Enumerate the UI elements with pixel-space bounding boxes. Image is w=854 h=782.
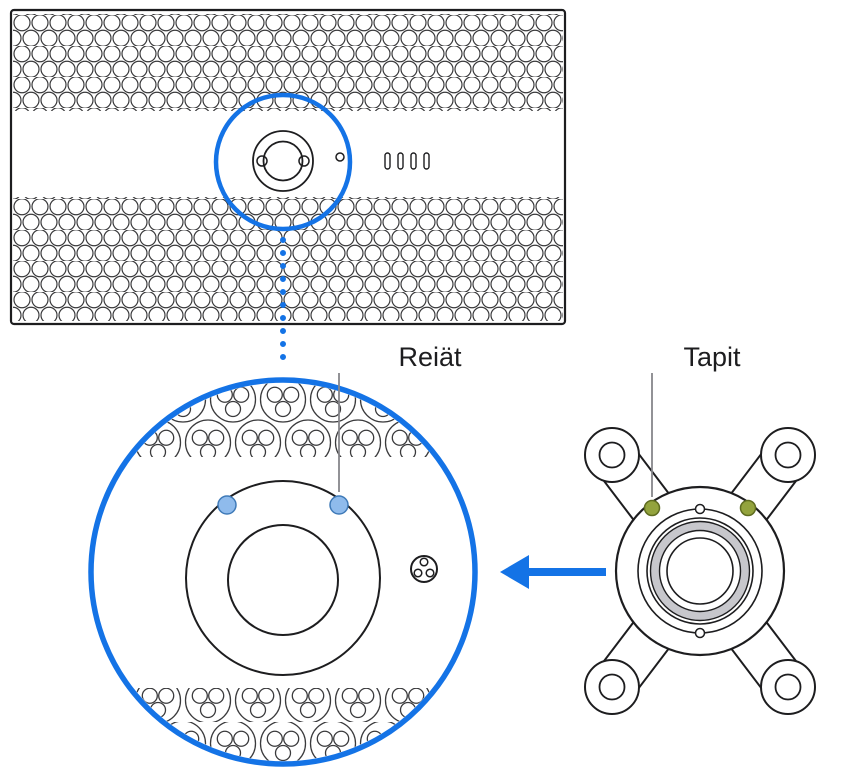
release-latch-icon <box>335 152 345 162</box>
latch-hole <box>425 568 435 578</box>
magnifier-circle <box>88 377 478 767</box>
port-slot <box>397 152 404 170</box>
perforation-band-bottom <box>13 197 563 321</box>
mount-outer-circle <box>252 130 314 192</box>
arrow-head-icon <box>500 555 529 589</box>
adapter-ring-band-inner-edge <box>658 529 742 613</box>
latch-outline <box>410 555 438 583</box>
adapter-screw-hole <box>598 673 626 701</box>
adapter-pad <box>760 659 816 715</box>
adapter-body <box>614 485 786 657</box>
adapter-ring-mid <box>646 517 754 625</box>
adapter-screw-hole <box>598 441 626 469</box>
highlight-circle <box>213 92 353 232</box>
panel-outline <box>9 8 567 326</box>
mount-point-magnified <box>185 480 381 676</box>
lattice-top <box>94 383 472 457</box>
ports <box>384 152 430 170</box>
callout-holes: Reiät <box>338 342 462 492</box>
mount-hole-right <box>298 155 310 167</box>
adapter-screw-hole <box>774 441 802 469</box>
release-latch-icon-magnified <box>410 555 438 583</box>
pin-dot-right <box>739 499 757 517</box>
port-slot <box>423 152 430 170</box>
adapter-center-opening <box>666 537 734 605</box>
latch-hole <box>419 557 429 567</box>
mount-hole-left <box>256 155 268 167</box>
callout-pins: Tapit <box>651 342 741 497</box>
adapter-screw-hole <box>774 673 802 701</box>
pin-dot-left <box>643 499 661 517</box>
insert-arrow <box>500 555 606 589</box>
adapter-pads <box>584 427 816 715</box>
hole-dot-left <box>217 495 237 515</box>
mount-outer-circle-magnified <box>185 480 381 676</box>
mount-adapter <box>584 427 816 715</box>
latch-hole <box>413 568 423 578</box>
display-back-panel <box>9 8 567 326</box>
port-slot <box>410 152 417 170</box>
adapter-pad <box>584 427 640 483</box>
mount-inner-circle-magnified <box>227 524 339 636</box>
adapter-pad <box>584 659 640 715</box>
lattice-bottom <box>94 688 472 761</box>
adapter-tab-top <box>694 503 706 515</box>
adapter-pad <box>760 427 816 483</box>
port-slot <box>384 152 391 170</box>
hole-dot-right <box>329 495 349 515</box>
adapter-ring-band-outer-edge <box>649 520 751 622</box>
pins-label: Tapit <box>683 342 741 372</box>
mount-point <box>252 130 345 192</box>
mount-inner-circle <box>262 140 304 182</box>
magnified-view <box>88 377 478 767</box>
adapter-tab-bottom <box>694 627 706 639</box>
holes-label: Reiät <box>398 342 462 372</box>
adapter-ring-band <box>650 521 750 621</box>
